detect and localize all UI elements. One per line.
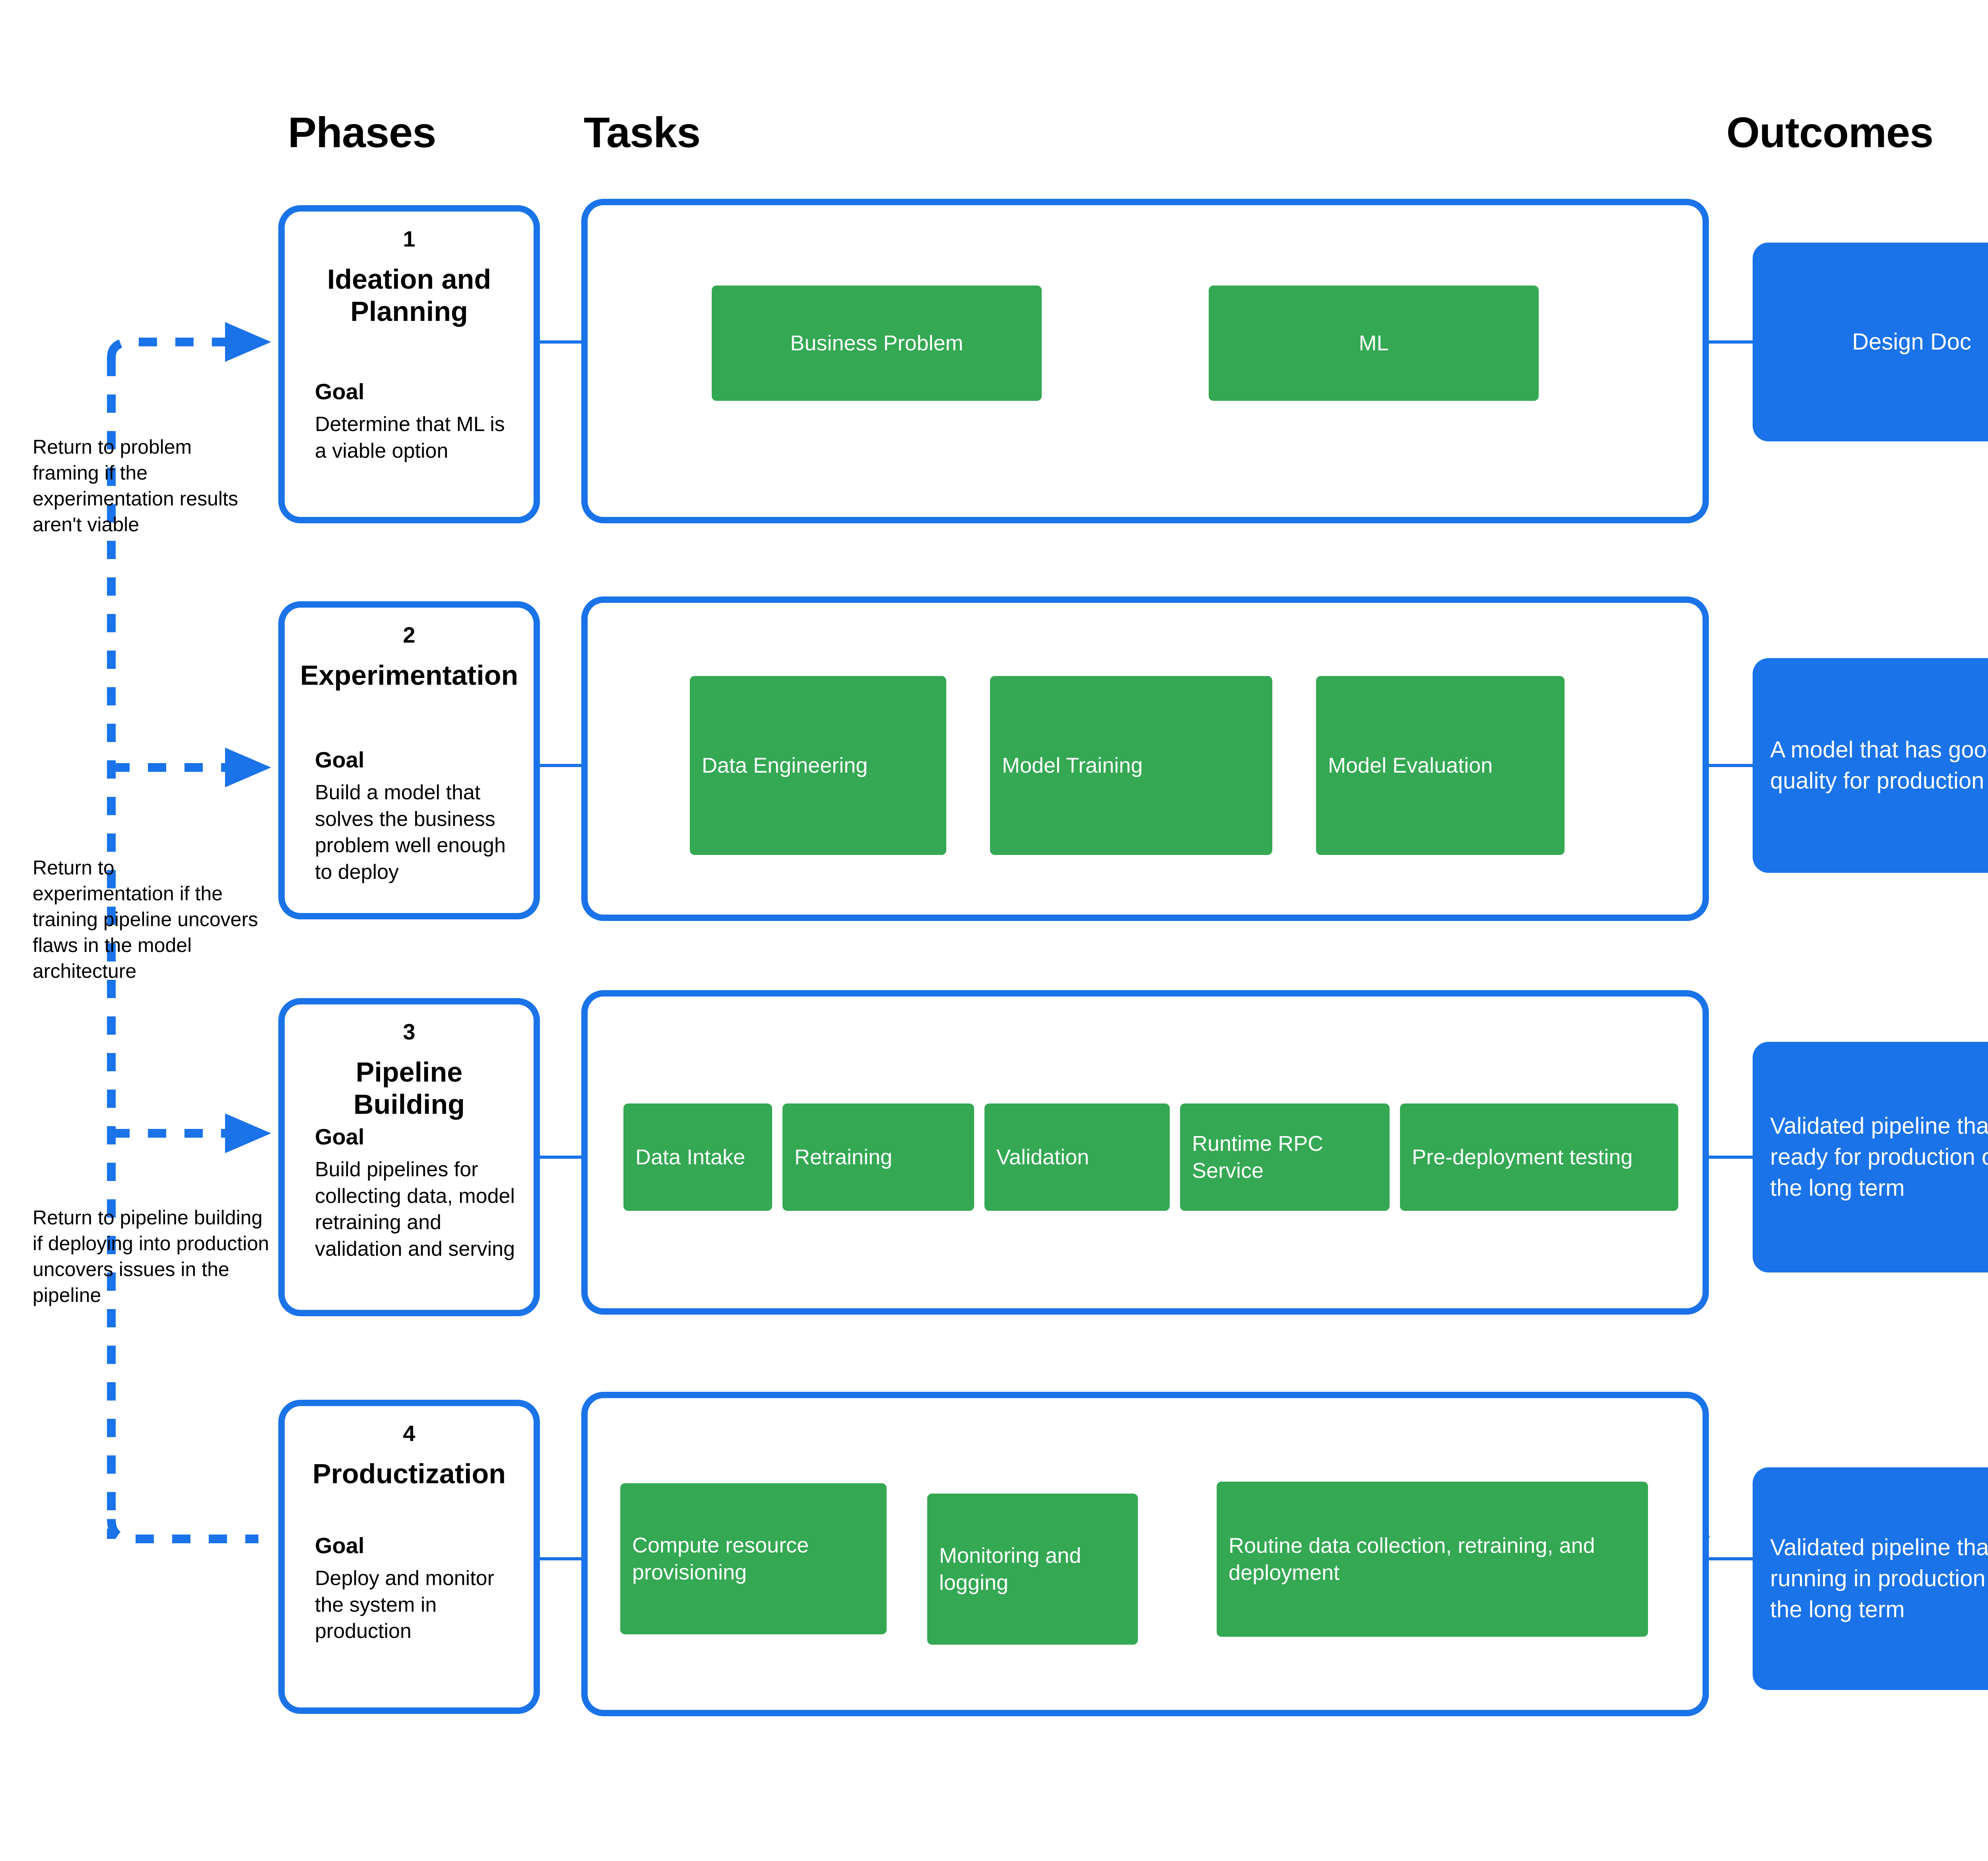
task-chip-monitoring-and-logging[interactable]: Monitoring and logging <box>927 1494 1138 1645</box>
goal-text-2: Build a model that solves the business p… <box>315 781 506 884</box>
outcome-label: Design Doc <box>1852 328 1971 355</box>
outcome-label: A model that has good quality for produc… <box>1770 736 1988 794</box>
task-chip-label: Data Intake <box>635 1145 746 1169</box>
task-chip-model-evaluation[interactable]: Model Evaluation <box>1316 676 1565 855</box>
phase-number-4: 4 <box>403 1421 415 1446</box>
outcome-box-4[interactable]: Validated pipeline that's running in pro… <box>1753 1467 1988 1690</box>
outcome-box-3[interactable]: Validated pipeline that's ready for prod… <box>1753 1042 1988 1272</box>
task-chip-compute-resource-provisioning[interactable]: Compute resource provisioning <box>620 1483 887 1634</box>
task-chip-model-training[interactable]: Model Training <box>990 676 1272 855</box>
column-header-phases: Phases <box>288 108 436 156</box>
task-chip-label: Model Evaluation <box>1328 753 1493 777</box>
goal-text-3: Build pipelines for collecting data, mod… <box>315 1158 515 1261</box>
task-chip-label: Monitoring and logging <box>939 1543 1081 1595</box>
goal-label-2: Goal <box>315 747 365 772</box>
arrowhead-phase1 <box>225 322 271 362</box>
column-header-tasks: Tasks <box>584 108 701 156</box>
task-chip-data-engineering[interactable]: Data Engineering <box>690 676 946 855</box>
task-chip-label: Runtime RPC Service <box>1192 1131 1324 1183</box>
task-chip-label: Business Problem <box>790 331 963 355</box>
goal-text-1: Determine that ML is a viable option <box>315 413 505 462</box>
task-chip-label: Retraining <box>794 1145 893 1169</box>
task-chip-routine-data-collection[interactable]: Routine data collection, retraining, and… <box>1217 1482 1648 1637</box>
task-chip-ml[interactable]: ML <box>1209 286 1539 401</box>
outcome-label: Validated pipeline that's running in pro… <box>1770 1534 1988 1623</box>
task-chip-validation[interactable]: Validation <box>984 1103 1170 1211</box>
outcome-label: Validated pipeline that's ready for prod… <box>1770 1113 1988 1201</box>
goal-label-4: Goal <box>315 1533 365 1558</box>
phase-card-1[interactable]: 1 Ideation and Planning Goal Determine t… <box>278 205 540 523</box>
phase-title-1: Ideation and Planning <box>327 264 491 327</box>
task-chip-label: Routine data collection, retraining, and… <box>1229 1533 1595 1585</box>
task-chip-label: Validation <box>996 1145 1089 1169</box>
phase-title-4: Productization <box>312 1458 506 1489</box>
phase-card-4[interactable]: 4 Productization Goal Deploy and monitor… <box>278 1400 540 1714</box>
arrowhead-phase3 <box>225 1113 271 1153</box>
task-chip-label: Pre-deployment testing <box>1412 1145 1633 1169</box>
phase-title-3: Pipeline Building <box>353 1057 465 1120</box>
task-chip-retraining[interactable]: Retraining <box>782 1103 974 1211</box>
goal-label-1: Goal <box>315 379 365 404</box>
feedback-branch-phase4 <box>107 1519 258 1543</box>
phase-number-1: 1 <box>403 226 415 251</box>
feedback-annotation-3: Return to pipeline building if deploying… <box>33 1206 269 1306</box>
task-chip-business-problem[interactable]: Business Problem <box>712 286 1042 401</box>
outcome-box-2[interactable]: A model that has good quality for produc… <box>1753 658 1988 873</box>
task-chip-label: Compute resource provisioning <box>632 1533 809 1584</box>
task-chip-pre-deployment-testing[interactable]: Pre-deployment testing <box>1400 1103 1678 1211</box>
arrowhead-phase2 <box>225 748 271 787</box>
phase-card-3[interactable]: 3 Pipeline Building Goal Build pipelines… <box>278 998 540 1316</box>
phase-card-2[interactable]: 2 Experimentation Goal Build a model tha… <box>278 601 540 919</box>
column-header-outcomes: Outcomes <box>1726 108 1934 156</box>
task-chip-label: Data Engineering <box>702 753 868 777</box>
feedback-annotation-2: Return to experimentation if the trainin… <box>33 857 258 982</box>
phase-number-2: 2 <box>403 622 415 647</box>
outcome-box-1[interactable]: Design Doc <box>1753 243 1988 441</box>
task-chip-label: ML <box>1359 331 1389 355</box>
feedback-branch-phase1 <box>107 338 227 358</box>
task-chip-label: Model Training <box>1002 753 1143 777</box>
phase-number-3: 3 <box>403 1019 415 1044</box>
task-chip-data-intake[interactable]: Data Intake <box>623 1103 772 1211</box>
feedback-annotation-1: Return to problem framing if the experim… <box>33 436 238 536</box>
task-chip-runtime-rpc-service[interactable]: Runtime RPC Service <box>1180 1103 1390 1211</box>
goal-text-4: Deploy and monitor the system in product… <box>315 1567 494 1643</box>
phase-title-2: Experimentation <box>300 660 518 691</box>
goal-label-3: Goal <box>315 1124 365 1149</box>
